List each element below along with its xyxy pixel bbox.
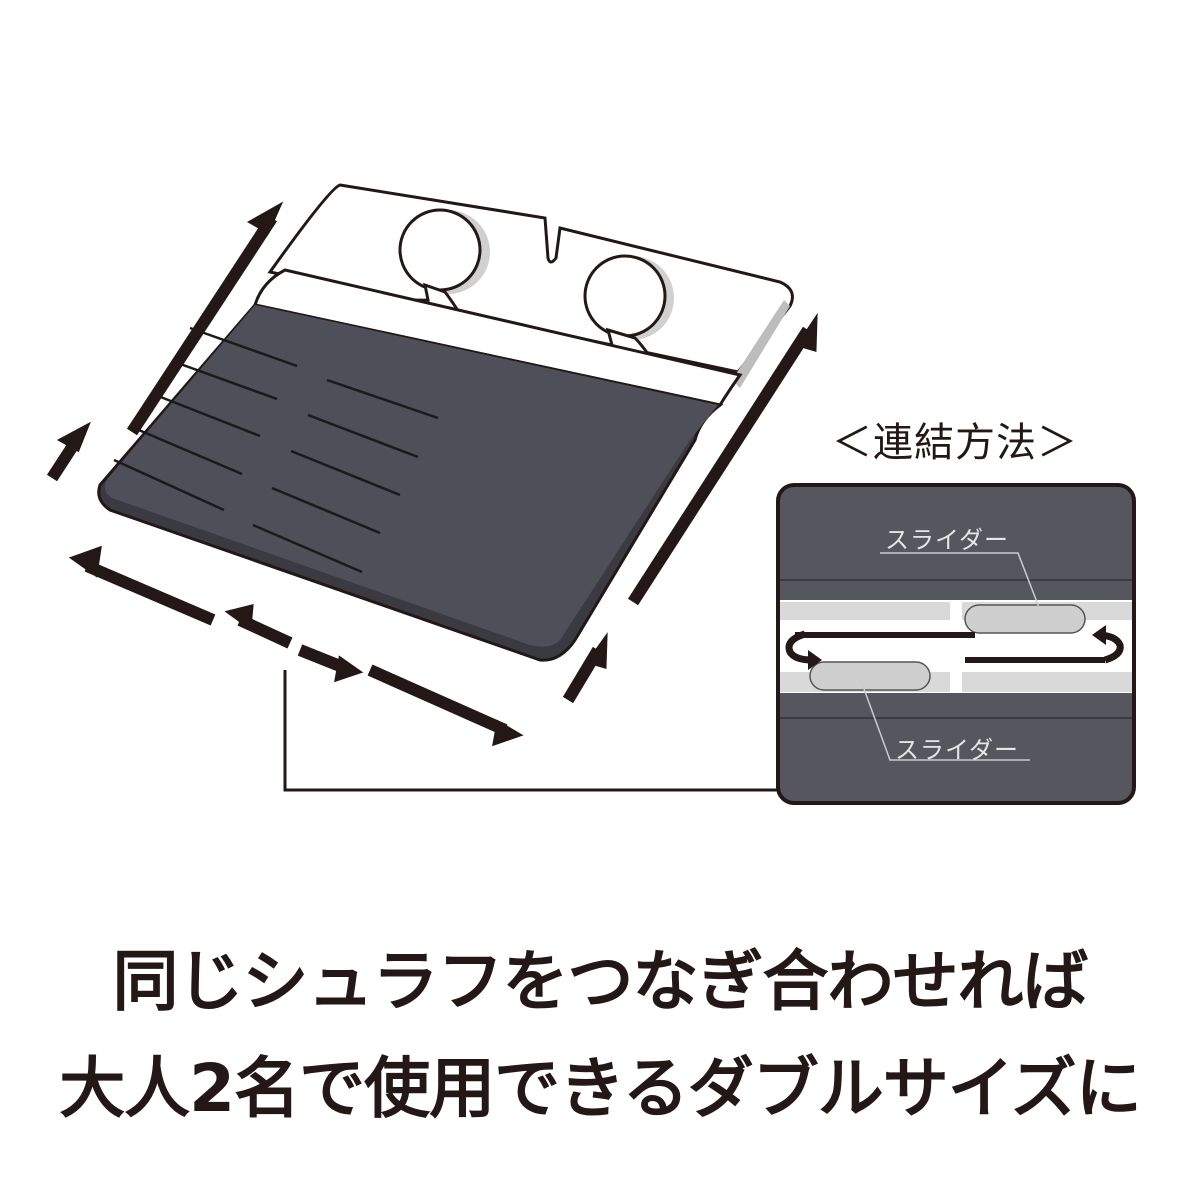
connection-method-title: ＜連結方法＞ — [832, 420, 1078, 466]
slider-label-top: スライダー — [885, 526, 1010, 554]
slider-label-bottom: スライダー — [895, 736, 1020, 764]
caption-line-1: 同じシュラフをつなぎ合わせれば — [112, 943, 1089, 1020]
dimension-arrows — [46, 201, 818, 747]
caption-line-2: 大人2名で使用できるダブルサイズに — [59, 1050, 1142, 1127]
zipper-detail-panel — [776, 483, 1136, 805]
sleeping-bag-body — [97, 303, 724, 662]
callout-connector — [283, 670, 780, 792]
double-sleeping-bag-illustration — [46, 183, 1136, 805]
person-right-icon — [543, 254, 674, 375]
